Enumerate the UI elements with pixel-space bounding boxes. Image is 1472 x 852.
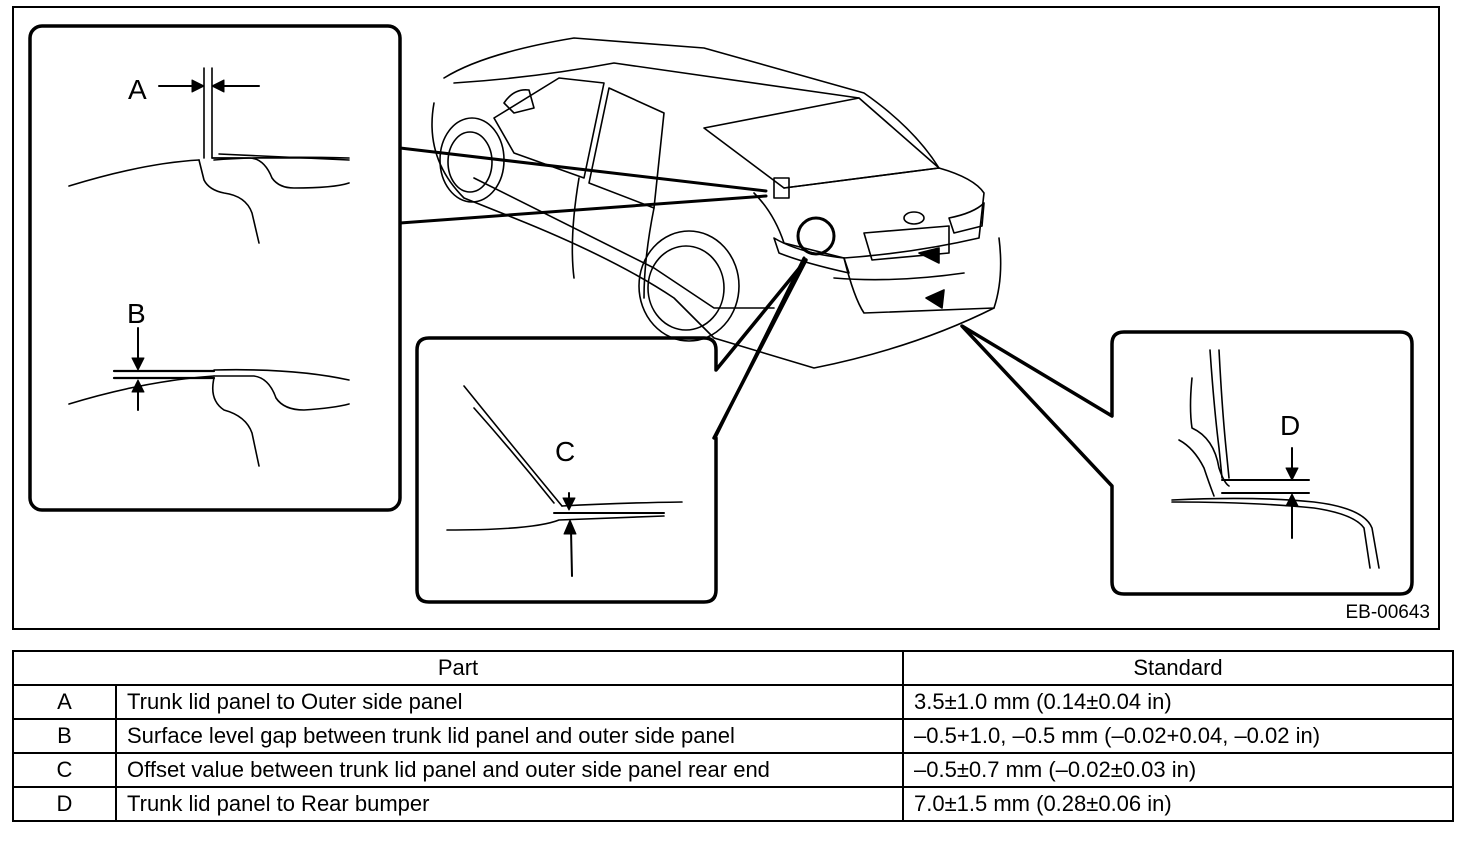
callout-box-ab <box>28 24 402 512</box>
table-row: A Trunk lid panel to Outer side panel 3.… <box>12 684 1454 720</box>
row-standard: –0.5+1.0, –0.5 mm (–0.02+0.04, –0.02 in) <box>902 718 1454 754</box>
table-header-row: Part Standard <box>12 650 1454 686</box>
row-key: B <box>12 718 117 754</box>
diagram-figure: A B C D EB-00643 <box>12 6 1440 630</box>
table-row: D Trunk lid panel to Rear bumper 7.0±1.5… <box>12 786 1454 822</box>
row-standard: 7.0±1.5 mm (0.28±0.06 in) <box>902 786 1454 822</box>
table-row: B Surface level gap between trunk lid pa… <box>12 718 1454 754</box>
figure-code: EB-00643 <box>1345 602 1430 623</box>
label-c: C <box>555 436 576 467</box>
row-key: D <box>12 786 117 822</box>
row-part: Offset value between trunk lid panel and… <box>115 752 904 788</box>
row-standard: –0.5±0.7 mm (–0.02±0.03 in) <box>902 752 1454 788</box>
spec-table: Part Standard A Trunk lid panel to Outer… <box>12 650 1454 822</box>
label-d: D <box>1280 410 1301 441</box>
row-part: Trunk lid panel to Rear bumper <box>115 786 904 822</box>
table-row: C Offset value between trunk lid panel a… <box>12 752 1454 788</box>
callout-box-c <box>415 258 808 604</box>
label-a: A <box>128 74 147 105</box>
header-part: Part <box>12 650 904 686</box>
row-key: C <box>12 752 117 788</box>
row-part: Surface level gap between trunk lid pane… <box>115 718 904 754</box>
label-b: B <box>127 298 146 329</box>
row-part: Trunk lid panel to Outer side panel <box>115 684 904 720</box>
c-location-circle <box>796 216 836 256</box>
callout-box-d <box>960 324 1414 596</box>
car-gap-diagram <box>28 24 1414 604</box>
row-standard: 3.5±1.0 mm (0.14±0.04 in) <box>902 684 1454 720</box>
header-standard: Standard <box>902 650 1454 686</box>
row-key: A <box>12 684 117 720</box>
car-illustration <box>431 37 1002 369</box>
